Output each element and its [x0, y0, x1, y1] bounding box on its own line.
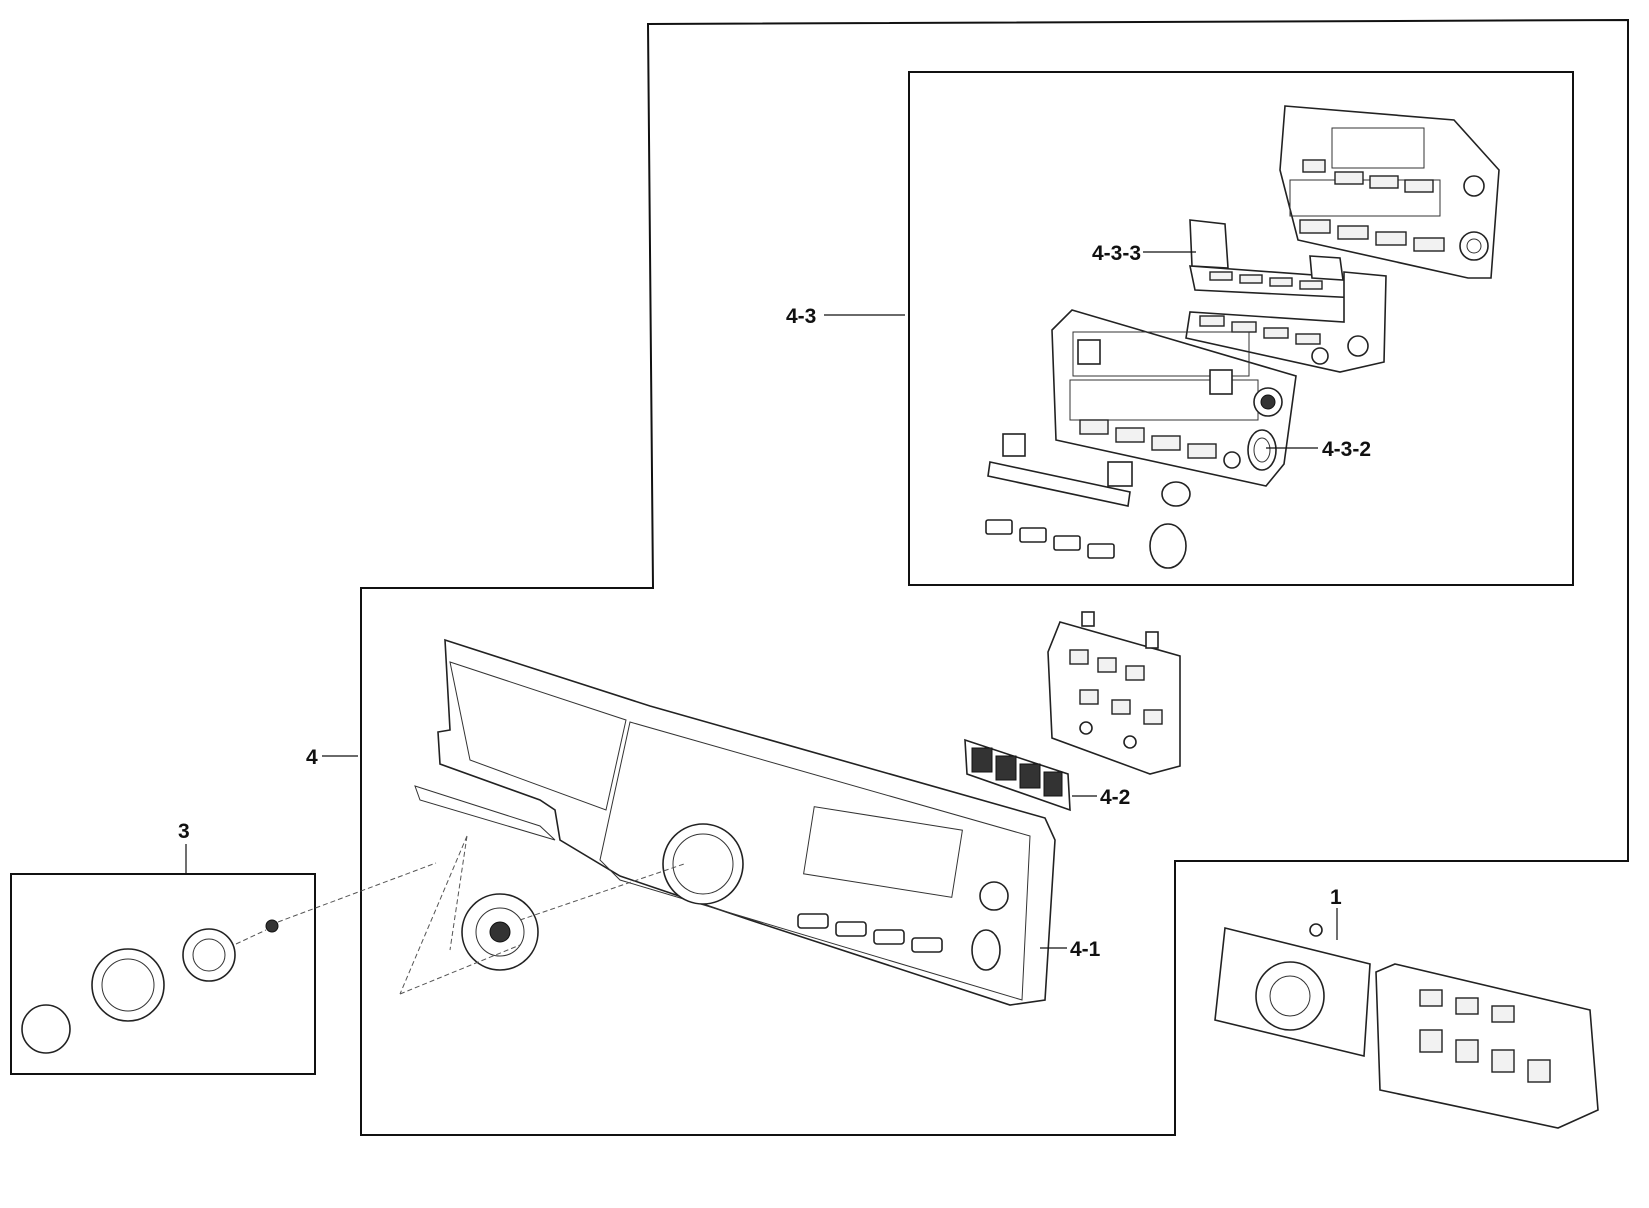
pcb-housing-top — [1279, 105, 1500, 279]
callout-4-3-3: 4-3-3 — [1092, 242, 1141, 265]
loose-buttons-4-3 — [985, 433, 1191, 569]
sub-board-4-3 — [1185, 271, 1387, 373]
callout-4-2: 4-2 — [1100, 786, 1130, 809]
assembly-4-frame — [360, 18, 1629, 1136]
callout-4-3-2: 4-3-2 — [1322, 438, 1371, 461]
dial-knob-part — [399, 835, 685, 995]
display-frame-4-3-2 — [1051, 309, 1297, 487]
control-panel-4-1 — [414, 638, 1056, 1006]
assembly-4-3-frame — [908, 71, 1574, 586]
led-lens-4-2 — [964, 738, 1071, 812]
assembly-3-frame — [10, 873, 316, 1075]
callout-4: 4 — [306, 746, 318, 769]
control-pcb — [1047, 611, 1181, 775]
button-strip-4-3-3 — [1189, 219, 1362, 299]
knob-assembly-3 — [21, 862, 437, 1054]
callout-4-3: 4-3 — [786, 305, 816, 328]
callout-1: 1 — [1330, 886, 1342, 909]
callout-3: 3 — [178, 820, 190, 843]
callout-4-1: 4-1 — [1070, 938, 1101, 961]
control-pcb-assembly-1 — [1214, 923, 1599, 1129]
